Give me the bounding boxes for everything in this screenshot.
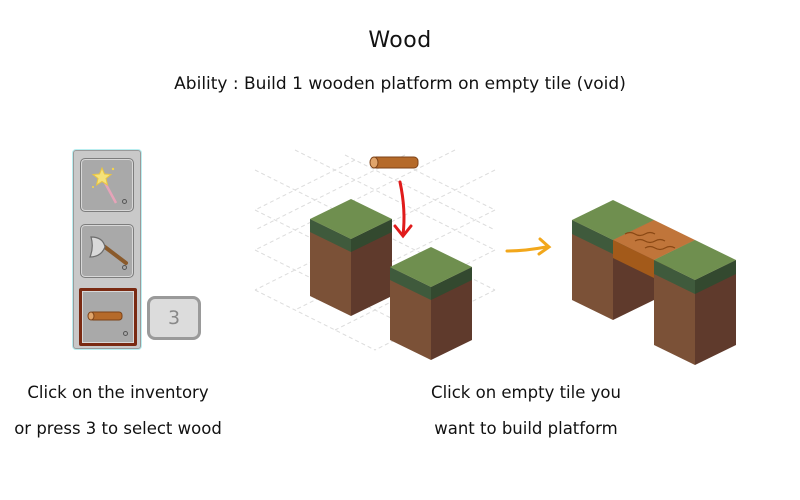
axe-icon	[89, 236, 128, 265]
wood-log-icon	[87, 311, 123, 321]
wood-count-badge: 3	[147, 296, 201, 340]
inventory-slot-wood[interactable]	[79, 288, 137, 346]
inventory-instruction-line-1: Click on the inventory	[27, 383, 209, 402]
inventory-panel	[73, 150, 141, 349]
build-instruction: Click on empty tile you want to build pl…	[410, 378, 642, 450]
red-arrow-icon	[393, 180, 413, 239]
build-demo-scene	[254, 149, 736, 365]
grass-block	[310, 199, 392, 316]
inventory-instruction: Click on the inventory or press 3 to sel…	[2, 378, 234, 450]
build-instruction-line-1: Click on empty tile you	[431, 383, 621, 402]
grass-block	[654, 240, 736, 365]
ability-description: Ability : Build 1 wooden platform on emp…	[174, 74, 626, 94]
wood-log-icon	[369, 156, 419, 169]
orange-arrow-icon	[505, 237, 552, 256]
inventory-instruction-line-2: or press 3 to select wood	[14, 419, 222, 438]
grass-block	[390, 247, 472, 360]
inventory-slot-wand[interactable]	[80, 158, 134, 212]
build-instruction-line-2: want to build platform	[434, 419, 618, 438]
magic-wand-icon	[91, 166, 118, 204]
inventory-slot-axe[interactable]	[80, 224, 134, 278]
page-title: Wood	[368, 28, 432, 53]
